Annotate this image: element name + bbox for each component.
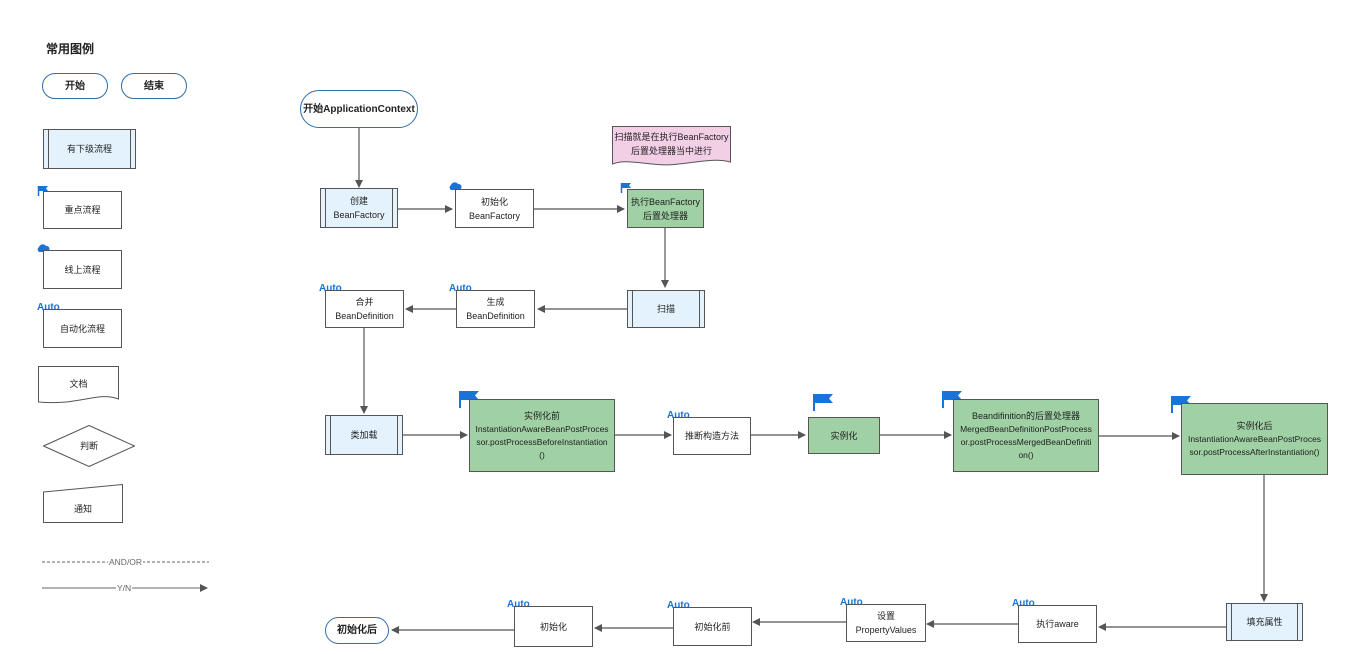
after-inst-line2: InstantiationAwareBeanPostProces [1187,433,1322,444]
init-bean-factory: 初始化 BeanFactory [455,189,534,228]
create-bean-factory-line1: 创建 [349,196,368,206]
instantiate: 实例化 [808,417,880,454]
flag-icon [459,391,479,408]
exec-aware: 执行aware [1018,605,1097,643]
set-property-values: 设置 PropertyValues [846,604,926,642]
legend-title: 常用图例 [46,42,95,56]
flag-icon [1171,396,1191,413]
init-bean-factory-line1: 初始化 [480,196,508,207]
before-inst-line4: () [539,449,545,460]
create-bean-factory: 创建 BeanFactory [320,188,398,228]
merge-bean-definition: 合并 BeanDefinition [325,290,404,328]
initialization: 初始化 [514,606,593,647]
legend-end: 结束 [121,73,187,99]
legend-and-or-label: AND/OR [108,556,144,569]
generate-line1: 生成 [486,297,505,307]
class-loading: 类加载 [325,415,403,455]
merged-pp-line4: on() [1018,449,1034,460]
auto-tag: Auto [840,597,863,608]
auto-tag: Auto [1012,598,1035,609]
init-bean-factory-line2: BeanFactory [468,210,521,221]
legend-yn-label: Y/N [116,582,133,595]
auto-tag: Auto [667,600,690,611]
note-document-shape [612,126,731,166]
after-inst-line3: sor.postProcessAfterInstantiation() [1189,446,1320,457]
before-initialization: 初始化前 [673,607,752,646]
legend-auto-process: 自动化流程 [43,309,122,348]
legend-online-process: 线上流程 [43,250,122,289]
scan-step: 扫描 [627,290,705,328]
after-instantiation: 实例化后 InstantiationAwareBeanPostProces so… [1181,403,1328,475]
start-application-context: 开始ApplicationContext [300,90,418,128]
merged-pp-line1: Beandifinition的后置处理器 [971,410,1081,421]
before-inst-line2: InstantiationAwareBeanPostProces [475,423,609,434]
after-initialization: 初始化后 [325,617,389,644]
set-pv-line1: 设置 [876,611,895,621]
legend-decision-shape [43,425,135,467]
flag-icon [942,391,962,408]
create-bean-factory-line2: BeanFactory [333,210,385,220]
generate-line2: BeanDefinition [466,311,525,321]
exec-line2: 后置处理器 [642,210,688,221]
infer-constructor: 推断构造方法 [673,417,751,455]
exec-bean-factory-post-processor: 执行BeanFactory 后置处理器 [627,189,704,228]
auto-tag: Auto [667,410,690,421]
generate-bean-definition: 生成 BeanDefinition [456,290,535,328]
before-instantiation: 实例化前 InstantiationAwareBeanPostProces so… [469,399,615,472]
cloud-icon [449,182,462,190]
merged-bean-definition-post-processor: Beandifinition的后置处理器 MergedBeanDefinitio… [953,399,1099,472]
scan-note-line2: 后置处理器当中进行 [630,146,712,156]
scan-note: 扫描就是在执行BeanFactory 后置处理器当中进行 [612,128,731,160]
fill-properties-label: 填充属性 [1246,617,1283,627]
auto-tag: Auto [319,283,342,294]
auto-tag: Auto [507,599,530,610]
scan-step-label: 扫描 [656,304,675,314]
set-pv-line2: PropertyValues [855,625,917,635]
legend-start: 开始 [42,73,108,99]
legend-document: 文档 [69,379,88,389]
flag-icon [37,186,48,196]
legend-subprocess: 有下级流程 [43,129,136,169]
legend-notice: 通知 [73,503,92,514]
exec-line1: 执行BeanFactory [630,196,701,207]
legend-decision: 判断 [79,441,98,451]
auto-tag: Auto [449,283,472,294]
legend-auto-tag: Auto [37,302,60,313]
before-inst-line1: 实例化前 [523,410,560,421]
scan-note-line1: 扫描就是在执行BeanFactory [614,132,729,142]
legend-subprocess-label: 有下级流程 [66,144,112,154]
merge-line1: 合并 [355,297,374,307]
before-inst-line3: sor.postProcessBeforeInstantiation [476,436,608,447]
merge-line2: BeanDefinition [335,311,394,321]
legend-key-process: 重点流程 [43,191,122,229]
fill-properties: 填充属性 [1226,603,1303,641]
flag-icon [620,183,631,193]
after-inst-line1: 实例化后 [1236,420,1273,431]
class-loading-label: 类加载 [350,430,378,440]
legend-document-shape [38,366,119,404]
merged-pp-line3: or.postProcessMergedBeanDefiniti [960,436,1092,447]
flag-icon [813,394,833,411]
legend-notice-shape [43,484,123,523]
merged-pp-line2: MergedBeanDefinitionPostProcess [960,423,1092,434]
